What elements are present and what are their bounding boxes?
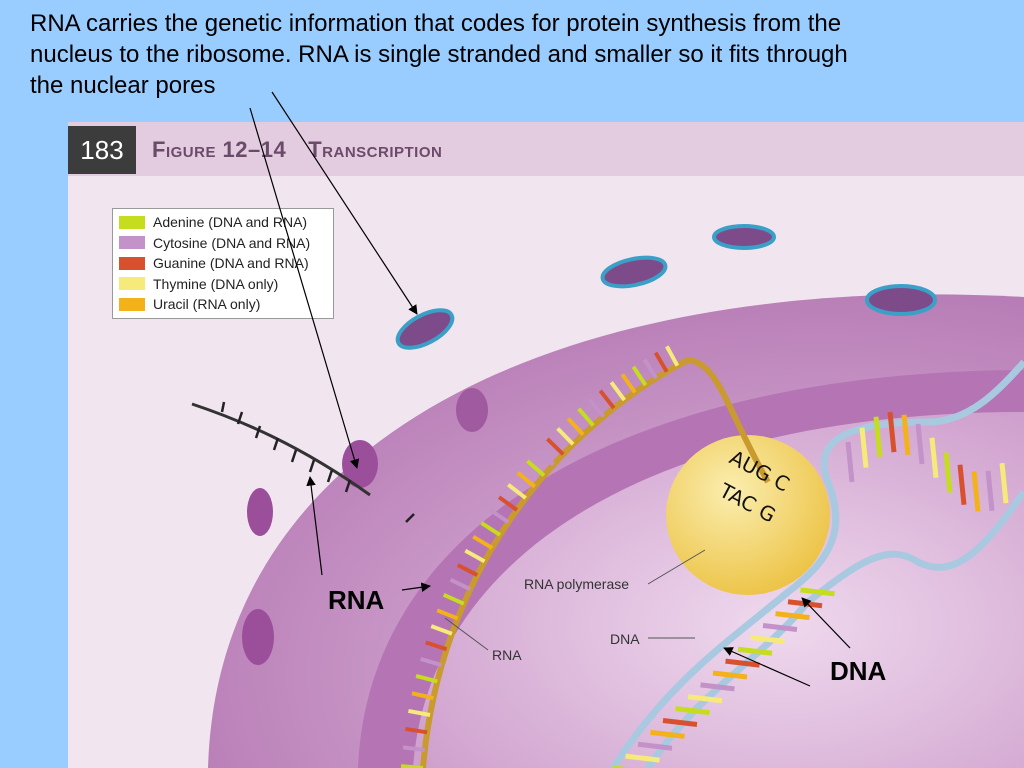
rna-base [598, 389, 616, 410]
legend-swatch [119, 236, 145, 250]
rna-base [566, 417, 585, 437]
rna-base [653, 351, 669, 373]
dna-base-pair [957, 464, 967, 505]
legend-swatch [119, 215, 145, 229]
dna-base-pair [750, 634, 785, 644]
legend-label: Adenine (DNA and RNA) [153, 214, 308, 231]
dna-base-pair [929, 437, 939, 479]
rna-base [442, 592, 465, 606]
dna-base-pair [700, 682, 735, 692]
dna-base-pair [637, 741, 673, 751]
dna-base-pair [985, 470, 995, 512]
rna-base [449, 577, 472, 591]
caption-text: RNA carries the genetic information that… [30, 10, 848, 99]
rna-base [420, 657, 443, 668]
nuclear-pore [342, 440, 378, 488]
dna-base-pair [859, 427, 869, 468]
label-rna-small: RNA [492, 647, 522, 663]
nuclear-pore [242, 609, 274, 665]
rna-base [631, 365, 648, 387]
legend-item: Cytosine (DNA and RNA) [119, 233, 327, 254]
nuclear-pore [456, 388, 488, 432]
legend-swatch [119, 297, 145, 311]
legend-label: Thymine (DNA only) [153, 275, 279, 292]
rna-base [642, 358, 658, 380]
dna-backbone [610, 359, 1024, 768]
nucleus [413, 412, 1024, 768]
nuclear-pore [395, 308, 455, 350]
rna-base [472, 534, 494, 550]
rna-base [456, 563, 479, 577]
rna-base [556, 427, 575, 446]
dna-base-pair [800, 587, 835, 597]
dna-base-pair [915, 423, 925, 465]
dna-base-pair [675, 706, 710, 716]
rna-base [425, 640, 448, 652]
rna-bases [400, 345, 680, 768]
rna-base [489, 508, 510, 524]
label-rna-big: RNA [328, 585, 385, 615]
legend-item: Adenine (DNA and RNA) [119, 212, 327, 233]
dna-base-pair [687, 694, 723, 704]
pore-openings [395, 224, 937, 350]
rna-base [408, 708, 431, 717]
base-legend: Adenine (DNA and RNA) Cytosine (DNA and R… [112, 208, 334, 319]
legend-label: Uracil (RNA only) [153, 296, 261, 313]
label-dna-small: DNA [610, 631, 640, 647]
rna-base [480, 521, 502, 537]
dna-base-pair [873, 416, 883, 458]
legend-item: Guanine (DNA and RNA) [119, 253, 327, 274]
rna-base [405, 726, 428, 735]
nucleolus [666, 435, 830, 595]
nuclear-pore [712, 224, 776, 250]
dna-base-pair [662, 718, 698, 727]
rna-base [535, 448, 555, 467]
rna-base [516, 471, 536, 489]
legend-label: Guanine (DNA and RNA) [153, 255, 309, 272]
figure-number: 183 [68, 126, 136, 174]
label-rna-polymerase: RNA polymerase [524, 576, 630, 592]
rna-base [415, 673, 438, 684]
rna-base [402, 745, 426, 752]
rna-base [507, 483, 527, 500]
dna-base-pair [887, 411, 897, 453]
nuclear-pore [247, 488, 273, 536]
rna-base [609, 381, 626, 402]
dna-base-pair [901, 414, 911, 455]
legend-swatch [119, 277, 145, 291]
legend-item: Thymine (DNA only) [119, 274, 327, 295]
dna-base-pair [762, 623, 798, 632]
rna-base [665, 345, 680, 367]
rna-base [620, 373, 637, 394]
dna-backbone [645, 489, 1024, 768]
dna-base-pair [999, 462, 1009, 504]
rna-base [577, 407, 595, 427]
dna-base-pair [650, 729, 685, 739]
rna-base [464, 548, 486, 564]
rna-base [526, 459, 546, 477]
rna-base [587, 398, 606, 418]
dna-base-pair [845, 441, 855, 483]
legend-item: Uracil (RNA only) [119, 294, 327, 315]
rna-base [411, 691, 434, 701]
rna-base [545, 437, 565, 456]
dna-base-pair [625, 753, 660, 763]
rna-base [436, 608, 459, 621]
nuclear-pore [865, 284, 937, 316]
nuclear-pore [600, 255, 668, 289]
rna-base [497, 495, 519, 512]
legend-swatch [119, 256, 145, 270]
dna-base-pair [943, 452, 953, 493]
dna-base-pair [971, 471, 981, 512]
legend-label: Cytosine (DNA and RNA) [153, 234, 311, 251]
label-dna-big: DNA [830, 656, 887, 686]
